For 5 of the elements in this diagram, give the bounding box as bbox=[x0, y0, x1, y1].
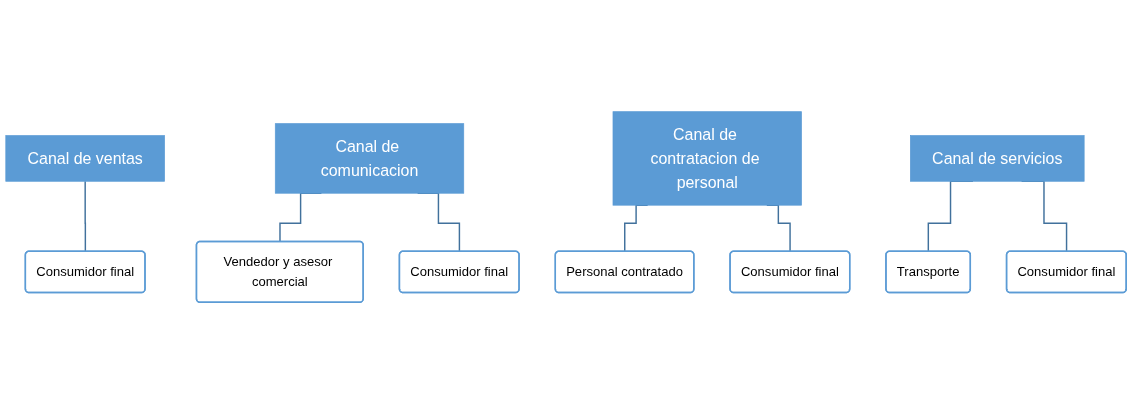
node-box: Canal de ventas bbox=[5, 135, 165, 182]
connector bbox=[84, 180, 87, 253]
node-box: Canal de comunicacion bbox=[274, 123, 465, 194]
node-box: Canal de servicios bbox=[910, 135, 1085, 182]
node-box: Canal de contratacion de personal bbox=[612, 111, 802, 206]
